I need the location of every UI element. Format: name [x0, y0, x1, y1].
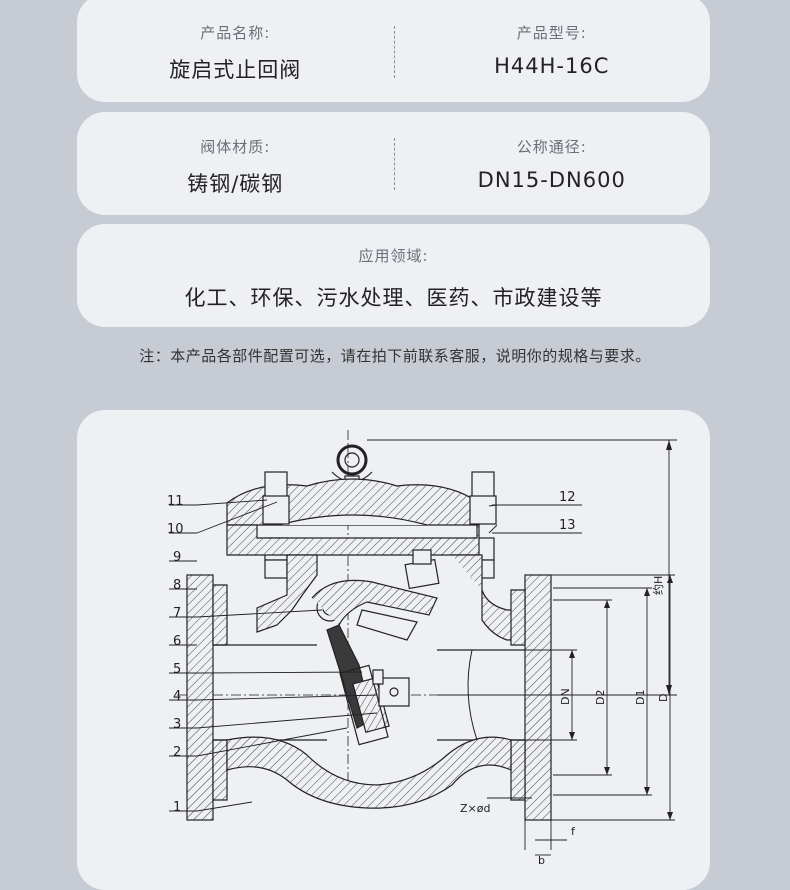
spec-label: 产品名称:: [200, 24, 271, 42]
divider: [393, 138, 395, 190]
spec-nominal-diameter: 公称通径: DN15-DN600: [394, 112, 711, 215]
dimension-label-b: b: [538, 854, 545, 867]
dimension-label-d1: D1: [634, 690, 647, 705]
part-number-5: 5: [173, 662, 181, 677]
part-number-13: 13: [559, 518, 576, 533]
dimension-label-zxd: Z×ød: [460, 802, 490, 815]
part-number-4: 4: [173, 689, 181, 704]
part-number-8: 8: [173, 578, 181, 593]
dimension-label-d2: D2: [594, 690, 607, 705]
spec-label: 应用领域:: [358, 247, 429, 265]
dimension-label-dn: DN: [559, 688, 572, 705]
spec-value: H44H-16C: [494, 54, 610, 78]
spec-card-application: 应用领域: 化工、环保、污水处理、医药、市政建设等: [77, 224, 710, 327]
spec-product-name: 产品名称: 旋启式止回阀: [77, 0, 394, 102]
spec-label: 阀体材质:: [200, 138, 271, 156]
configuration-note: 注：本产品各部件配置可选，请在拍下前联系客服，说明你的规格与要求。: [139, 347, 651, 365]
divider: [393, 26, 395, 78]
spec-card-material-diameter: 阀体材质: 铸钢/碳钢 公称通径: DN15-DN600: [77, 112, 710, 215]
technical-drawing-card: 1 2 3 4 5 6 7 8 9 10 11 12 13: [77, 410, 710, 890]
product-page: 产品名称: 旋启式止回阀 产品型号: H44H-16C 阀体材质: 铸钢/碳钢 …: [40, 0, 750, 890]
part-number-1: 1: [173, 800, 181, 815]
spec-value: 旋启式止回阀: [169, 58, 302, 82]
part-number-2: 2: [173, 745, 181, 760]
dimension-label-h: 约H: [652, 576, 665, 595]
spec-label: 公称通径:: [516, 138, 587, 156]
part-number-11: 11: [167, 494, 184, 509]
part-number-7: 7: [173, 606, 181, 621]
spec-body-material: 阀体材质: 铸钢/碳钢: [77, 112, 394, 215]
part-number-9: 9: [173, 550, 181, 565]
part-number-12: 12: [559, 490, 576, 505]
spec-value: DN15-DN600: [477, 168, 626, 192]
spec-value: 化工、环保、污水处理、医药、市政建设等: [184, 286, 603, 310]
part-number-6: 6: [173, 634, 181, 649]
spec-product-model: 产品型号: H44H-16C: [394, 0, 711, 102]
spec-label: 产品型号:: [516, 24, 587, 42]
part-number-3: 3: [173, 717, 181, 732]
part-number-10: 10: [167, 522, 184, 537]
dimension-label-f: f: [571, 825, 576, 838]
spec-card-name-model: 产品名称: 旋启式止回阀 产品型号: H44H-16C: [77, 0, 710, 102]
valve-technical-drawing: 1 2 3 4 5 6 7 8 9 10 11 12 13: [167, 430, 677, 867]
spec-value: 铸钢/碳钢: [187, 172, 284, 196]
dimension-label-d: D: [657, 694, 670, 702]
